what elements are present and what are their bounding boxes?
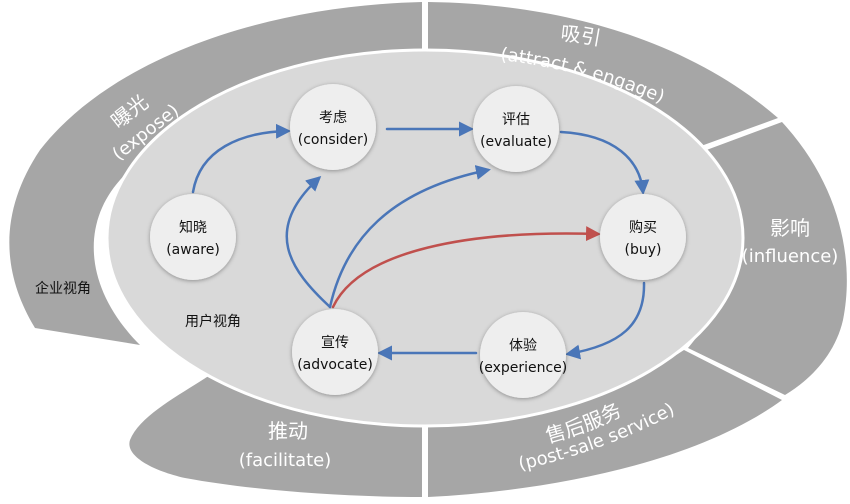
node-advocate-cn: 宣传 [321, 335, 349, 351]
node-experience-en: (experience) [479, 360, 568, 376]
arrow-evaluate-to-buy [559, 130, 650, 195]
node-aware-cn: 知晓 [179, 219, 207, 236]
node-evaluate-cn: 评估 [502, 112, 530, 128]
node-advocate-en: (advocate) [297, 357, 373, 373]
node-experience-cn: 体验 [509, 338, 537, 354]
node-buy-cn: 购买 [629, 220, 657, 236]
arrow-advocate-to-consider [285, 175, 332, 309]
ring-segment-post-sale [428, 350, 782, 497]
ring-segment-facilitate [129, 375, 422, 497]
enterprise-perspective-label: 企业视角 [35, 280, 91, 297]
user-perspective-label: 用户视角 [185, 313, 241, 330]
outer-ring [9, 2, 847, 497]
ring-label-attract-cn: 吸引 [559, 21, 602, 50]
arrow-aware-to-consider [191, 123, 291, 194]
node-aware: 知晓 (aware) [150, 194, 236, 280]
node-advocate: 宣传 (advocate) [292, 309, 378, 395]
ring-label-influence-cn: 影响 [770, 216, 810, 240]
node-buy-en: (buy) [625, 242, 662, 258]
arrow-advocate-to-buy [331, 226, 601, 309]
user-perspective-ellipse [105, 48, 745, 428]
ring-label-facilitate-en: (facilitate) [239, 450, 332, 471]
arrow-advocate-to-evaluate [328, 165, 491, 309]
flow-arrows [191, 121, 650, 361]
arrow-buy-to-experience [565, 281, 646, 360]
ring-segment-attract [428, 2, 778, 150]
node-aware-en: (aware) [166, 242, 220, 258]
node-consider-cn: 考虑 [319, 110, 347, 126]
node-consider-en: (consider) [298, 132, 369, 148]
node-experience: 体验 (experience) [479, 312, 568, 398]
node-evaluate-en: (evaluate) [480, 134, 552, 150]
ring-label-facilitate-cn: 推动 [268, 419, 308, 443]
ring-label-influence-en: (influence) [742, 246, 839, 267]
node-buy: 购买 (buy) [600, 194, 686, 280]
node-consider: 考虑 (consider) [290, 84, 376, 170]
ring-segment-expose [9, 2, 423, 345]
node-evaluate: 评估 (evaluate) [473, 86, 559, 172]
